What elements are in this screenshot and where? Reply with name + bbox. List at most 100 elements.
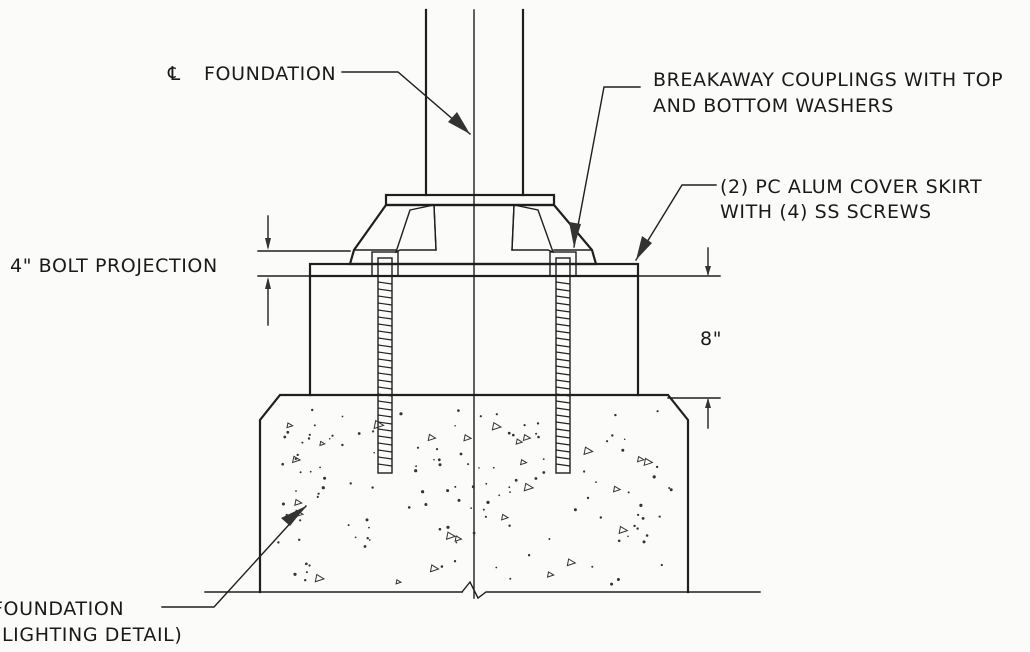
aggregate-dot <box>512 433 515 437</box>
aggregate-dot <box>486 500 490 504</box>
bolt-projection-dimension <box>257 215 351 326</box>
skirt-label-line2: WITH (4) SS SCREWS <box>720 201 932 223</box>
pole <box>424 8 525 599</box>
aggregate-dot <box>508 524 511 527</box>
aggregate-triangle-icon <box>643 457 654 467</box>
aggregate-dot <box>296 453 299 457</box>
aggregate-dot <box>298 538 301 541</box>
aggregate-dot <box>421 490 425 494</box>
aggregate-dot <box>317 492 320 495</box>
leader-arrow-icon <box>569 222 581 247</box>
aggregate-dot <box>479 415 482 418</box>
aggregate-dot <box>283 435 287 439</box>
aggregate-triangle-icon <box>463 434 473 442</box>
thread-line <box>377 442 393 446</box>
aggregate-dot <box>478 467 480 469</box>
aggregate-dot <box>633 524 636 528</box>
thread-line <box>377 330 393 334</box>
aggregate-dot <box>354 536 357 539</box>
aggregate-dot <box>536 422 540 425</box>
aggregate-dot <box>437 458 441 462</box>
cl-foundation-label: FOUNDATION <box>204 63 336 85</box>
aggregate-dot <box>316 495 319 498</box>
aggregate-dot <box>645 534 649 537</box>
aggregate-dot <box>534 477 538 480</box>
aggregate-dot <box>309 470 312 473</box>
foundation-label-line1: FOUNDATION <box>0 598 124 620</box>
aggregate-dot <box>470 507 473 509</box>
aggregate-dot <box>548 538 551 540</box>
thread-line <box>377 358 393 362</box>
aggregate-triangle-icon <box>523 482 535 492</box>
aggregate-dot <box>591 565 594 568</box>
thread-line <box>377 435 393 439</box>
aggregate-dot <box>368 539 371 541</box>
thread-line <box>377 323 393 327</box>
thread-line <box>555 365 571 369</box>
aggregate-triangle-icon <box>427 433 437 442</box>
aggregate-dot <box>440 565 444 568</box>
aggregate-triangle-icon <box>491 421 503 431</box>
thread-line <box>555 372 571 376</box>
leader-arrow-icon <box>636 236 652 260</box>
leader-couplings <box>569 86 641 248</box>
thread-line <box>377 407 393 411</box>
aggregate-dot <box>586 496 590 500</box>
aggregate-dot <box>328 438 331 440</box>
aggregate-dot <box>636 527 639 530</box>
aggregate-dot <box>617 539 621 543</box>
leader-skirt <box>635 184 717 261</box>
aggregate-triangle-icon <box>519 458 528 466</box>
aggregate-dot <box>277 541 280 544</box>
aggregate-dot <box>656 410 659 413</box>
aggregate-dot <box>669 488 673 492</box>
aggregate-dot <box>308 564 311 567</box>
aggregate-dot <box>455 541 458 544</box>
aggregate-dot <box>304 579 307 582</box>
aggregate-dot <box>446 489 450 493</box>
thread-line <box>555 323 571 327</box>
leader-foundation <box>161 505 307 608</box>
aggregate-triangle-icon <box>546 571 555 578</box>
thread-line <box>555 386 571 390</box>
aggregate-dot <box>299 471 302 474</box>
thread-line <box>555 428 571 432</box>
thread-line <box>377 400 393 404</box>
aggregate-triangle-icon <box>314 573 326 583</box>
aggregate-triangle-icon <box>583 446 594 456</box>
thread-line <box>377 351 393 355</box>
bolt-projection-label: 4" BOLT PROJECTION <box>10 255 218 277</box>
aggregate-dot <box>341 443 344 447</box>
aggregate-dot <box>471 485 475 489</box>
thread-line <box>555 309 571 313</box>
leader-arrow-icon <box>281 506 306 526</box>
aggregate-dot <box>415 465 417 468</box>
thread-line <box>377 428 393 432</box>
aggregate-dot <box>414 469 418 473</box>
aggregate-dot <box>307 437 311 440</box>
aggregate-triangle-icon <box>294 498 303 507</box>
thread-line <box>555 344 571 348</box>
aggregate-dot <box>542 471 546 474</box>
aggregate-dot <box>623 438 626 441</box>
thread-line <box>555 330 571 334</box>
aggregate-dot <box>492 466 495 469</box>
thread-line <box>377 421 393 425</box>
thread-line <box>377 344 393 348</box>
thread-line <box>377 316 393 320</box>
aggregate-dot <box>453 560 457 563</box>
aggregate-dot <box>621 448 625 452</box>
thread-line <box>377 456 393 460</box>
thread-line <box>555 407 571 411</box>
thread-line <box>377 309 393 313</box>
thread-line <box>555 435 571 439</box>
aggregate-dot <box>319 466 321 469</box>
anchor-bolt-right <box>555 257 571 474</box>
aggregate-triangle-icon <box>636 455 646 463</box>
foundation-label-line2: LIGHTING DETAIL) <box>2 624 182 646</box>
aggregate-dot <box>583 470 586 473</box>
aggregate-dot <box>293 572 297 576</box>
aggregate-dot <box>321 486 325 490</box>
aggregate-dot <box>459 452 463 456</box>
